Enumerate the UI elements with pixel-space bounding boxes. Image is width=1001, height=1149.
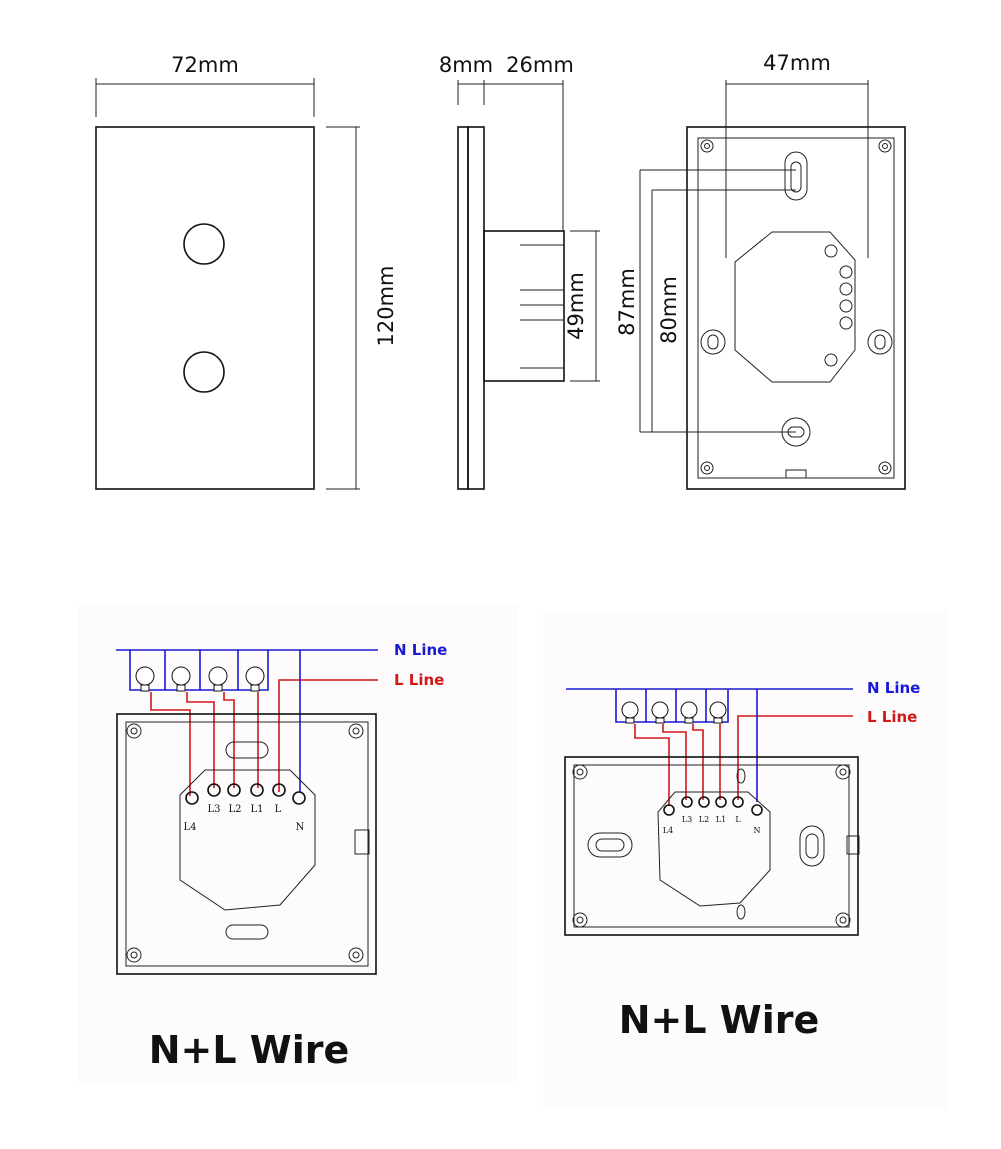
back-plate-outer — [686, 126, 906, 490]
side-glass-layer — [457, 126, 469, 490]
left-caption: N+L Wire — [149, 1028, 350, 1072]
bulb-icon — [171, 666, 191, 692]
back-module — [734, 231, 856, 383]
right-module — [657, 791, 771, 907]
side-body — [483, 230, 565, 382]
left-l-line-label: L Line — [394, 671, 444, 689]
body-height-dimension: 49mm — [564, 230, 600, 382]
left-module — [179, 769, 316, 911]
screw-spacing-dimensions: 87mm 80mm — [615, 169, 796, 433]
bulb-icon — [621, 701, 639, 724]
touch-button-top — [183, 223, 225, 265]
height-label: 120mm — [374, 266, 398, 347]
front-view: 72mm 120mm — [95, 53, 398, 490]
back-plate-inner — [697, 137, 895, 479]
touch-button-bottom — [183, 351, 225, 393]
terminal-label: L1 — [716, 815, 726, 824]
terminal-label: L4 — [663, 826, 673, 835]
terminal-label: L2 — [699, 815, 709, 824]
left-n-line-label: N Line — [394, 641, 447, 659]
bulb-icon — [208, 666, 228, 692]
terminal-label: L4 — [183, 822, 196, 833]
terminal-label: N — [296, 822, 305, 833]
top-slot — [784, 151, 808, 201]
width-dimension: 72mm — [95, 53, 315, 117]
left-l-line — [278, 679, 378, 792]
terminal-label: L — [275, 804, 282, 815]
right-caption: N+L Wire — [619, 998, 820, 1042]
depth-dimensions: 8mm 26mm — [439, 53, 574, 231]
body-height-label: 49mm — [564, 272, 588, 340]
right-n-line-label: N Line — [867, 679, 920, 697]
left-wiring-diagram: N Line L Line L4 — [116, 641, 447, 1072]
height-dimension: 120mm — [326, 126, 398, 490]
bulb-icon — [651, 701, 669, 724]
terminal-label: L — [735, 815, 741, 824]
terminal-label: L3 — [682, 815, 692, 824]
terminal-label: N — [754, 826, 761, 835]
inner-spacing-label: 80mm — [657, 276, 681, 344]
bulb-icon — [709, 701, 727, 724]
right-l-line-label: L Line — [867, 708, 917, 726]
depth-label: 26mm — [506, 53, 574, 77]
terminal-label: L2 — [228, 804, 241, 815]
terminal-label: L1 — [250, 804, 263, 815]
right-wiring-panel — [543, 610, 947, 1110]
right-wiring-diagram: N Line L Line L4 L3 — [564, 679, 920, 1042]
side-view: 8mm 26mm 49mm — [439, 53, 600, 490]
bulb-icon — [680, 701, 698, 724]
bulb-icon — [135, 666, 155, 692]
right-back-plate — [564, 756, 859, 936]
front-width-label: 72mm — [171, 53, 239, 77]
left-wiring-panel — [78, 604, 518, 1086]
thickness-label: 8mm — [439, 53, 493, 77]
back-view: 47mm 87mm 80mm — [615, 51, 906, 490]
front-plate — [95, 126, 315, 490]
back-width-dimension: 47mm — [725, 51, 869, 258]
back-width-label: 47mm — [763, 51, 831, 75]
side-plate-layer — [467, 126, 485, 490]
left-back-plate — [116, 713, 377, 975]
bulb-icon — [245, 666, 265, 692]
outer-spacing-label: 87mm — [615, 268, 639, 336]
terminal-label: L3 — [207, 804, 220, 815]
